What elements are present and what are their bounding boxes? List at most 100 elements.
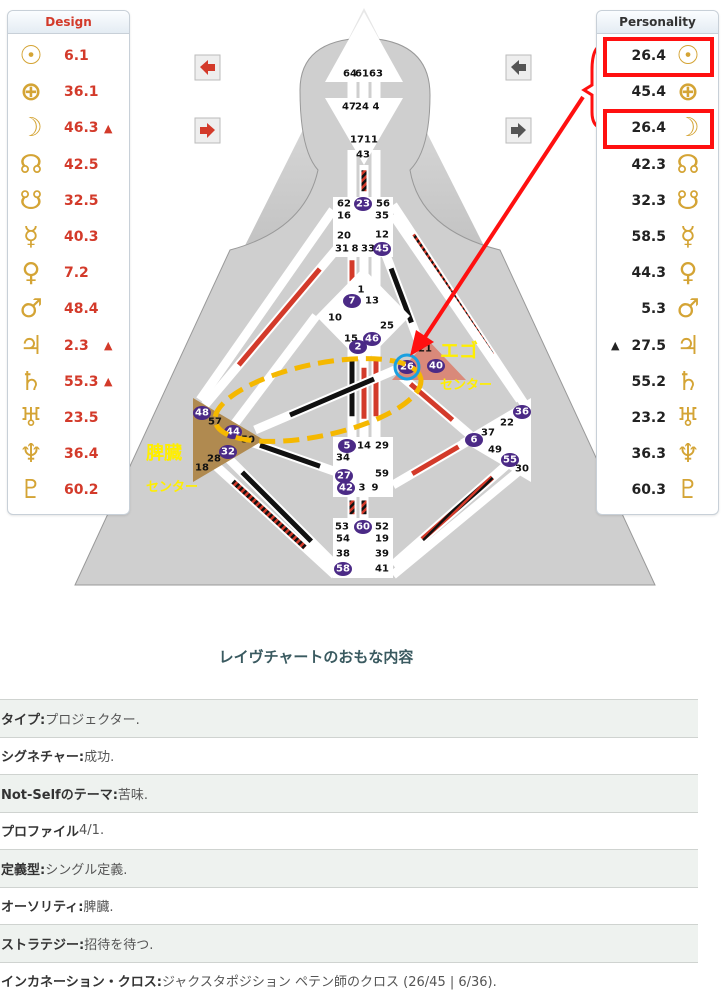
gate-28[interactable]: 28 [207,454,221,465]
personality-row-mars[interactable]: ♂ 5.3 [597,291,718,327]
personality-prev-button[interactable] [505,54,532,81]
gate-39[interactable]: 39 [375,549,389,560]
personality-row-earth[interactable]: ⊕ 45.4 [597,74,718,110]
design-row-earth[interactable]: ⊕ 36.1 [8,74,129,110]
personality-next-button[interactable] [505,117,532,144]
gate-2[interactable]: 2 [355,342,362,353]
gate-38[interactable]: 38 [336,549,350,560]
personality-row-neptune[interactable]: ♆ 36.3 [597,436,718,472]
gate-58[interactable]: 58 [336,564,350,575]
gate-27[interactable]: 27 [337,471,351,482]
gate-9[interactable]: 9 [372,483,379,494]
gate-17[interactable]: 17 [350,135,364,146]
property-row: ストラテジー: 招待を待つ. [0,924,698,962]
design-row-uranus[interactable]: ♅ 23.5 [8,400,129,436]
design-row-moon[interactable]: ☽ 46.3 ▲ [8,110,129,146]
gate-11[interactable]: 11 [364,135,378,146]
gate-35[interactable]: 35 [375,211,389,222]
personality-row-south-node[interactable]: ☋ 32.3 [597,183,718,219]
design-row-saturn[interactable]: ♄ 55.3 ▲ [8,364,129,400]
gate-41[interactable]: 41 [375,564,389,575]
design-row-south-node[interactable]: ☋ 32.5 [8,183,129,219]
gate-23[interactable]: 23 [356,199,370,210]
gate-36[interactable]: 36 [515,407,529,418]
gate-25[interactable]: 25 [380,321,394,332]
design-row-mars[interactable]: ♂ 48.4 [8,291,129,327]
design-row-pluto[interactable]: ♇ 60.2 [8,472,129,508]
gate-40[interactable]: 40 [429,361,443,372]
gate-activation-marker [349,340,367,354]
gate-59[interactable]: 59 [375,469,389,480]
personality-row-venus[interactable]: ♀ 44.3 [597,255,718,291]
gate-7[interactable]: 7 [349,296,356,307]
personality-row-pluto[interactable]: ♇ 60.3 [597,472,718,508]
gate-42[interactable]: 42 [339,483,353,494]
design-prev-button[interactable] [194,54,221,81]
gate-33[interactable]: 33 [361,244,375,255]
gate-34[interactable]: 34 [336,453,350,464]
gate-10[interactable]: 10 [328,313,342,324]
gate-30[interactable]: 30 [515,464,529,475]
design-row-venus[interactable]: ♀ 7.2 [8,255,129,291]
mars-icon: ♂ [19,294,43,325]
gate-8[interactable]: 8 [352,244,359,255]
gate-5[interactable]: 5 [344,441,351,452]
highlight-box-moon [603,109,714,149]
gate-22[interactable]: 22 [500,418,514,429]
personality-row-saturn[interactable]: ♄ 55.2 [597,364,718,400]
gate-61[interactable]: 61 [355,69,369,80]
gate-64[interactable]: 64 [343,69,357,80]
gate-46[interactable]: 46 [365,334,379,345]
gate-43[interactable]: 43 [356,150,370,161]
gate-56[interactable]: 56 [376,199,390,210]
gate-47[interactable]: 47 [342,102,356,113]
design-next-button[interactable] [194,117,221,144]
gate-15[interactable]: 15 [344,334,358,345]
gate-12[interactable]: 12 [375,230,389,241]
gate-44[interactable]: 44 [226,427,240,438]
gate-6[interactable]: 6 [471,435,478,446]
design-row-mercury[interactable]: ☿ 40.3 [8,219,129,255]
personality-row-moon[interactable]: ☽ 26.4 [597,110,718,146]
gate-62[interactable]: 62 [337,199,351,210]
gate-31[interactable]: 31 [335,244,349,255]
gate-60[interactable]: 60 [356,522,370,533]
gate-37[interactable]: 37 [481,428,495,439]
personality-row-jupiter[interactable]: ♃ 27.5 ▲ [597,328,718,364]
gate-57[interactable]: 57 [208,417,222,428]
gate-19[interactable]: 19 [375,534,389,545]
gate-45[interactable]: 45 [375,244,389,255]
gate-55[interactable]: 55 [503,455,517,466]
gate-16[interactable]: 16 [337,211,351,222]
gate-4[interactable]: 4 [373,102,380,113]
personality-row-mercury[interactable]: ☿ 58.5 [597,219,718,255]
gate-54[interactable]: 54 [336,534,350,545]
spleen-label-2: センター [146,480,198,495]
personality-row-uranus[interactable]: ♅ 23.2 [597,400,718,436]
spleen-label-1: 脾臓 [146,442,182,464]
gate-20[interactable]: 20 [337,231,351,242]
exalted-marker: ▲ [104,339,113,353]
gate-1[interactable]: 1 [358,285,365,296]
gate-14[interactable]: 14 [357,441,371,452]
gate-29[interactable]: 29 [375,441,389,452]
design-row-north-node[interactable]: ☊ 42.5 [8,147,129,183]
gate-52[interactable]: 52 [375,522,389,533]
gate-48[interactable]: 48 [195,408,209,419]
design-row-neptune[interactable]: ♆ 36.4 [8,436,129,472]
gate-26[interactable]: 26 [400,362,414,373]
personality-row-sun[interactable]: ☉ 26.4 [597,38,718,74]
gate-53[interactable]: 53 [335,522,349,533]
gate-32[interactable]: 32 [221,447,235,458]
saturn-icon: ♄ [676,366,700,397]
gate-13[interactable]: 13 [365,296,379,307]
gate-21[interactable]: 21 [418,344,432,355]
gate-49[interactable]: 49 [488,445,502,456]
gate-3[interactable]: 3 [359,483,366,494]
gate-63[interactable]: 63 [369,69,383,80]
design-row-jupiter[interactable]: ♃ 2.3 ▲ [8,328,129,364]
gate-18[interactable]: 18 [195,463,209,474]
gate-24[interactable]: 24 [355,102,369,113]
personality-row-north-node[interactable]: ☊ 42.3 [597,147,718,183]
design-row-sun[interactable]: ☉ 6.1 [8,38,129,74]
